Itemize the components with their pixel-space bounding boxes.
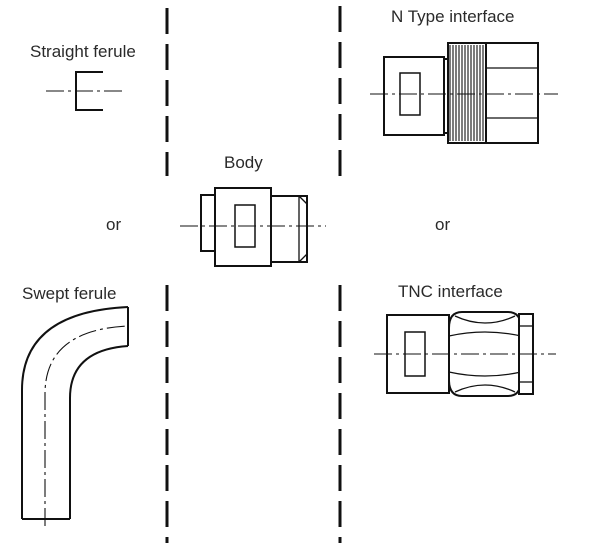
swept-ferule-inner [69,345,129,519]
body-thread-chamfer-bottom [298,253,308,263]
tnc-hex-flat-upper [454,315,516,324]
swept-ferule-axis [44,325,129,526]
body-thread-chamfer-top [298,195,308,205]
body-right-thread [270,195,308,263]
n-type-interface-drawing [370,42,558,144]
tnc-interface-label: TNC interface [398,282,503,301]
tnc-interface-drawing [374,311,556,397]
straight-ferule-label: Straight ferule [30,42,136,61]
swept-ferule-label: Swept ferule [22,284,117,303]
n-type-hex-body [485,42,539,144]
or-right-label: or [435,215,450,234]
tnc-hex-facet-top [448,331,522,337]
tnc-hex-flat-lower [454,384,516,393]
column-dividers [165,6,342,543]
swept-ferule-drawing [21,306,129,526]
swept-ferule-outer [21,306,129,519]
body-label: Body [224,153,263,172]
straight-ferule-drawing [46,71,126,111]
tnc-hex-facet-bottom [448,371,522,377]
or-left-label: or [106,215,121,234]
body-drawing [180,187,326,267]
n-type-interface-label: N Type interface [391,7,514,26]
